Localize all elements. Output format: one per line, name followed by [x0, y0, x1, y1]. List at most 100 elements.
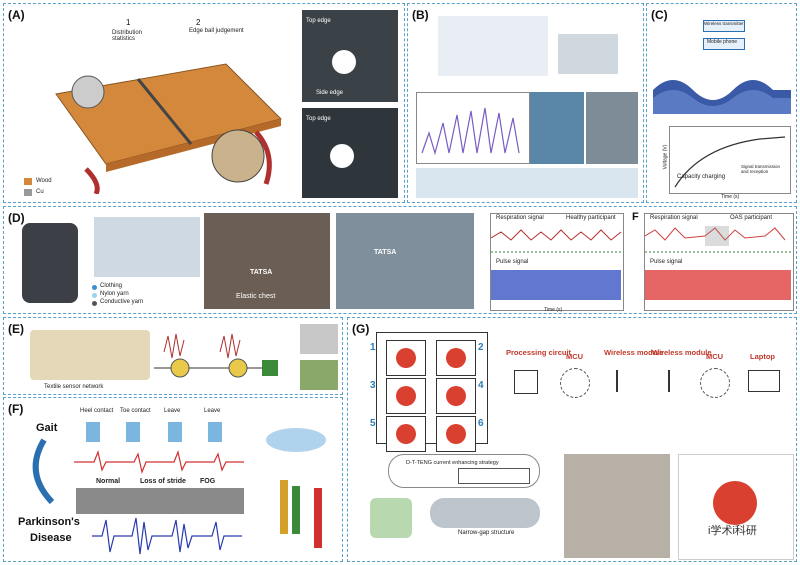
parkinsons-signal [92, 516, 242, 556]
processing-circuit-label: Processing circuit [506, 348, 572, 357]
mcu-icon-1 [560, 368, 590, 398]
pressure-bars [266, 428, 326, 548]
hand-illustration [370, 498, 412, 538]
swim-stroke-strip [416, 168, 638, 198]
feet-drawing [86, 422, 222, 442]
circuit-illustration [154, 332, 284, 384]
grid-cell-1 [386, 340, 426, 376]
grid-number-5: 5 [370, 418, 376, 429]
ball-photo-bottom [302, 108, 398, 198]
f-resp-label: Respiration signal [650, 215, 698, 221]
wireless-label-1: Wireless module [604, 348, 664, 357]
watermark: i学术i科研 [708, 525, 757, 537]
grid-number-2: 2 [478, 342, 484, 353]
panel-g-label: (G) [352, 322, 370, 336]
person-photo [204, 213, 330, 309]
panel-b-label: (B) [412, 8, 429, 22]
grid-cell-6 [436, 416, 476, 452]
gait-arrow [24, 438, 64, 508]
legend-conductive-dot [92, 301, 97, 306]
normal-label: Normal [96, 478, 121, 485]
elastic-chest-label: Elastic chest [236, 293, 276, 300]
step2-number: 2 [196, 18, 201, 27]
utensils-icon [446, 348, 466, 368]
gait-signal [74, 449, 244, 475]
panel-d: (D) Clothing Nylon yarn Conductive yarn … [3, 206, 797, 314]
antenna-icon-1 [616, 370, 628, 392]
narrow-gap-illustration [430, 498, 540, 528]
wave-drawing [653, 80, 791, 114]
gait-signal-wave [74, 449, 244, 475]
healthy-signal-waves [490, 229, 622, 300]
fog-label: FOG [200, 478, 216, 485]
swimmer-illustration [438, 16, 548, 76]
grid-cell-4 [436, 378, 476, 414]
toilet-icon [446, 386, 466, 406]
cup-icon [396, 348, 416, 368]
curved-arrow [32, 438, 55, 505]
d-healthy-label: Healthy participant [566, 215, 616, 221]
grid-cell-3 [386, 378, 426, 414]
panel-e: (E) Textile sensor network [3, 317, 343, 395]
swim-signal-graph [416, 92, 530, 164]
c-xlabel: Time (s) [721, 194, 740, 200]
charging-graph [669, 126, 791, 194]
legend-clothing: Clothing [100, 283, 123, 289]
osas-signal-waves [644, 226, 791, 300]
laptop-label: Laptop [750, 352, 775, 361]
laptop-illustration [558, 34, 618, 74]
tatsa-label-1: TATSA [250, 269, 273, 276]
loss-of-stride-label: Loss of stride [140, 478, 186, 485]
panel-f: (F) Gait Heel contact Toe contact Leave … [3, 397, 343, 562]
flow-mobile-phone: Mobile phone [707, 39, 738, 45]
phone-icon [396, 424, 416, 444]
toe-contact-label: Toe contact [120, 408, 151, 414]
swimmer-photos [586, 92, 638, 164]
legend-nylon: Nylon yarn [100, 291, 129, 297]
panel-e-label: (E) [8, 322, 24, 336]
grid-cell-5 [386, 416, 426, 452]
parkinsons-label: Parkinson's [18, 516, 80, 528]
drone-photo-1 [300, 324, 338, 354]
panel-a-label: (A) [8, 8, 25, 22]
table-drawing [55, 63, 282, 196]
d-xlabel: Time (s) [544, 307, 563, 313]
foot-illustrations [80, 420, 240, 446]
ball-top [332, 50, 356, 74]
ball-photo-top [302, 10, 398, 102]
legend-cu-swatch [24, 189, 32, 196]
wireless-label-2: Wireless module [652, 348, 712, 357]
fabric-illustration [94, 217, 200, 277]
gait-photo [76, 488, 244, 514]
heel-contact-label: Heel contact [80, 408, 114, 414]
panel-f-top-label: F [632, 211, 639, 223]
strategy-box [388, 454, 540, 488]
leave-label-2: Leave [204, 408, 221, 414]
tatsa-label-2: TATSA [374, 249, 397, 256]
flow-wireless-transmitter: Wireless transmitter [704, 21, 744, 26]
grid-number-6: 6 [478, 418, 484, 429]
textile-sensor-illustration [30, 330, 150, 380]
panel-c: (C) Wireless transmitter Mobile phone Ca… [646, 3, 797, 203]
top-edge-label-2: Top edge [306, 116, 331, 122]
panel-d-label: (D) [8, 211, 25, 225]
side-edge-label: Side edge [316, 90, 344, 96]
chip-icon [514, 370, 538, 394]
c-ylabel: Voltage (V) [662, 144, 669, 170]
arm-sensor-photo [564, 454, 670, 558]
step2-text: Edge ball judgement [189, 28, 244, 34]
drink-icon [713, 481, 757, 525]
shirt-illustration [22, 223, 78, 303]
laptop-icon [748, 370, 780, 392]
wave-illustration [653, 60, 791, 114]
pill-icon [396, 386, 416, 406]
grid-number-3: 3 [370, 380, 376, 391]
strategy-circuit [458, 468, 530, 484]
app-screen [678, 454, 794, 560]
panel-b: (B) [407, 3, 644, 203]
legend-clothing-dot [92, 285, 97, 290]
panel-g: (G) 1 2 3 4 5 6 Processing circuit MCU W… [347, 317, 797, 562]
panel-a: (A) 1 Distribution statistics 2 Edge bal… [3, 3, 405, 203]
mcu-label-2: MCU [706, 352, 724, 361]
signal-transmission-label: Signal transmission and reception [741, 164, 781, 174]
